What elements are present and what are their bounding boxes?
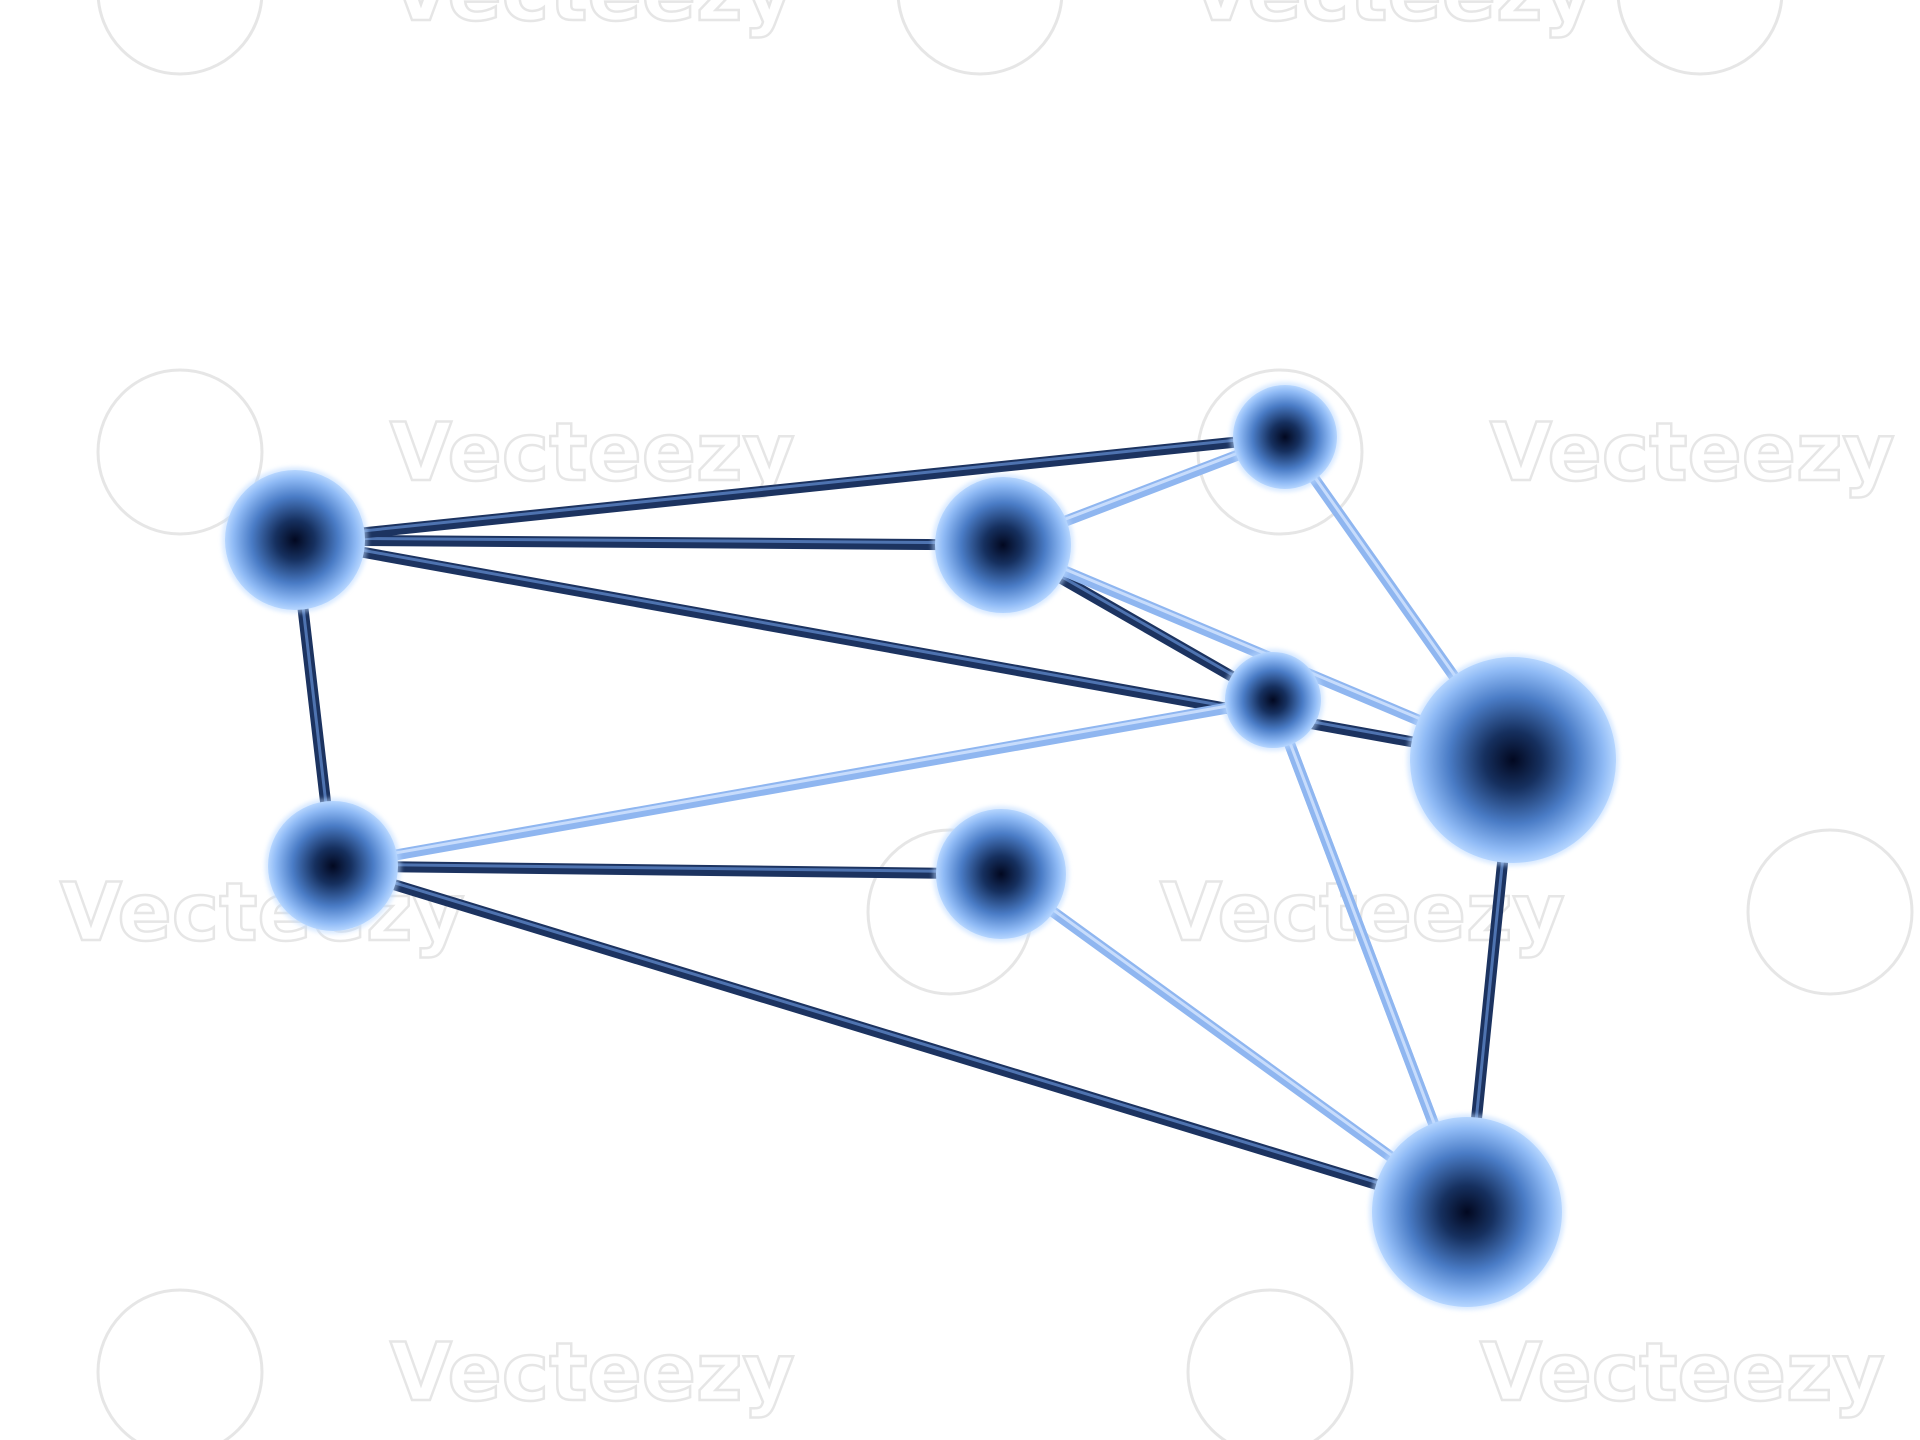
vecteezy-logo-icon: [1196, 368, 1364, 536]
watermark-text: Vecteezy: [60, 866, 465, 959]
watermark-logo: Vecteezy: [1186, 1288, 1886, 1440]
vecteezy-logo-icon: [96, 0, 264, 76]
watermark-logo: Vecteezy: [1616, 0, 1920, 76]
node-n1: [222, 467, 368, 613]
nodes-layer: [222, 382, 1619, 1310]
vecteezy-logo-icon: [896, 0, 1064, 76]
watermark-text: Vecteezy: [1490, 406, 1895, 499]
node-n4: [265, 798, 401, 934]
watermark-text: Vecteezy: [390, 1326, 795, 1419]
watermark-text: Vecteezy: [1910, 0, 1920, 39]
node-n7: [1222, 649, 1324, 751]
vecteezy-logo-icon: [96, 1288, 264, 1440]
vecteezy-logo-icon: [96, 368, 264, 536]
edge-n1-n8: [289, 534, 1519, 766]
watermark-logo: Vecteezy: [96, 1288, 796, 1440]
edge-n4-n9: [327, 860, 1473, 1218]
edge-n7-n4: [327, 694, 1279, 872]
edge-n1-n3: [289, 431, 1291, 546]
edge-n4-n5: [327, 860, 1007, 880]
node-n2: [932, 474, 1074, 616]
vecteezy-logo-icon: [1746, 828, 1914, 996]
node-n6: [1369, 1114, 1565, 1310]
watermark-text: Vecteezy: [1480, 1326, 1885, 1419]
node-n8: [1407, 654, 1619, 866]
node-n5: [933, 806, 1069, 942]
watermark-logo: Vecteezy: [96, 0, 796, 76]
watermark-text: Vecteezy: [1190, 0, 1595, 39]
edge-n1-n2: [289, 534, 1009, 551]
watermark-logo: Vecteezy: [896, 0, 1596, 76]
watermark-logo: Vecteezy: [96, 368, 796, 536]
edges-layer: [289, 431, 1519, 1218]
watermark-logo: Vecteezy: [1196, 368, 1896, 536]
watermark-text: Vecteezy: [390, 406, 795, 499]
watermark-logo: Vecteezy: [1746, 828, 1914, 996]
watermark-text: Vecteezy: [390, 0, 795, 39]
node-n3: [1230, 382, 1340, 492]
vecteezy-logo-icon: [1186, 1288, 1354, 1440]
vecteezy-logo-icon: [1616, 0, 1784, 76]
